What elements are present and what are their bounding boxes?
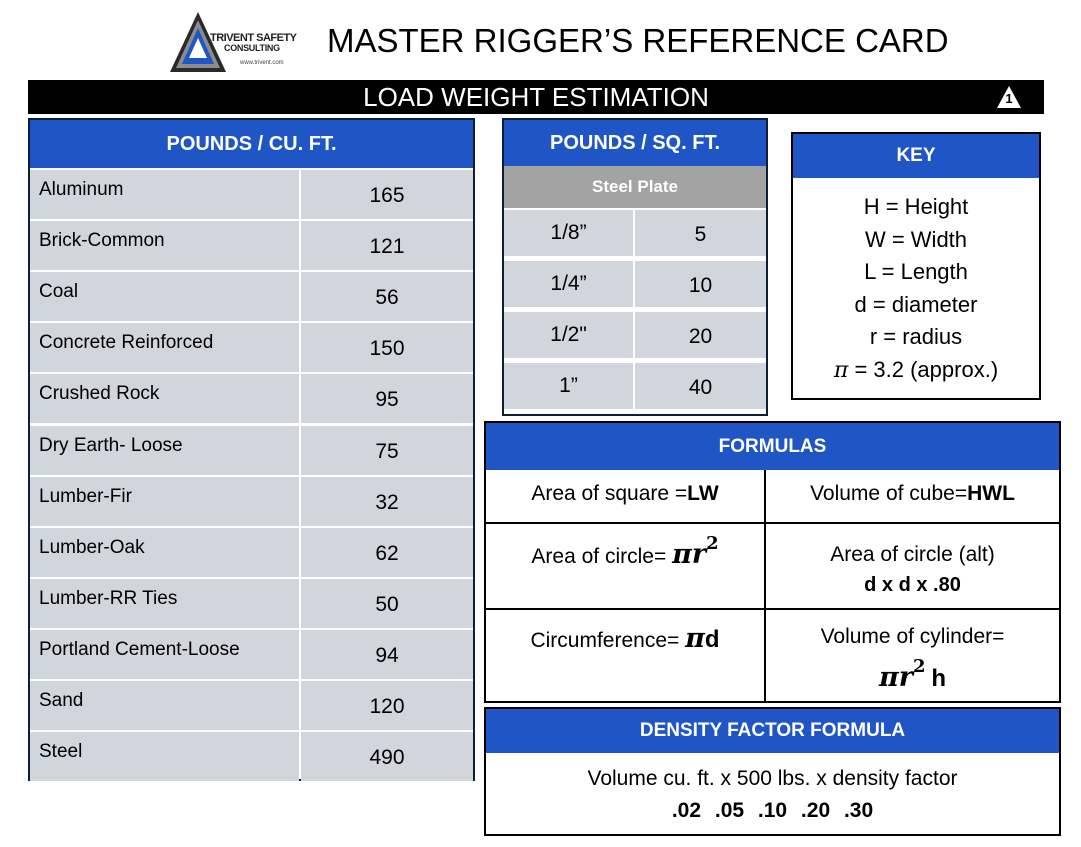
key-box: KEY H = Height W = Width L = Length d = … [791, 132, 1041, 400]
material-weight: 32 [301, 476, 473, 526]
material-weight: 95 [301, 374, 473, 424]
formulas-heading: FORMULAS [486, 423, 1059, 470]
key-item: r = radius [869, 324, 963, 349]
formula-area-square: Area of square =LW [531, 482, 719, 505]
material-name: Sand [30, 681, 299, 730]
table-row: 1/2"20 [504, 312, 766, 360]
material-name: Steel [30, 732, 299, 782]
material-weight: 490 [301, 732, 473, 782]
material-weight: 50 [301, 578, 473, 628]
plate-thickness: 1/8” [504, 210, 633, 256]
key-item: L = Length [864, 259, 968, 284]
triangle-logo-icon [170, 12, 226, 72]
material-name: Brick-Common [30, 221, 299, 271]
key-item-pi: π = 3.2 (approx.) [793, 354, 1039, 388]
material-name: Concrete Reinforced [30, 323, 299, 373]
logo-brand-line1: TRIVENT SAFETY [210, 32, 297, 44]
pi-symbol: π [833, 357, 849, 383]
formulas-table: FORMULAS Area of square =LW Volume of cu… [484, 421, 1061, 703]
density-heading: DENSITY FACTOR FORMULA [486, 709, 1059, 753]
plate-thickness: 1” [504, 363, 633, 409]
table-subheading: Steel Plate [504, 166, 766, 208]
material-weight: 121 [301, 221, 473, 271]
material-name: Lumber-Oak [30, 527, 299, 577]
plate-weight: 20 [635, 312, 766, 358]
column-divider [764, 470, 766, 701]
key-item: H = Height [863, 194, 969, 219]
density-formula: Volume cu. ft. x 500 lbs. x density fact… [587, 767, 958, 790]
formula-volume-cube: Volume of cube=HWL [810, 482, 1015, 505]
material-name: Lumber-RR Ties [30, 578, 299, 628]
material-weight: 56 [301, 272, 473, 322]
material-weight: 75 [301, 425, 473, 475]
key-item: W = Width [864, 226, 968, 252]
page-title: MASTER RIGGER’S REFERENCE CARD [327, 22, 949, 59]
section-banner: LOAD WEIGHT ESTIMATION 1 [28, 80, 1044, 114]
key-heading: KEY [793, 134, 1039, 178]
material-name: Coal [30, 272, 299, 322]
material-name: Lumber-Fir [30, 476, 299, 526]
pi-value: = 3.2 (approx.) [854, 356, 999, 382]
material-weight: 94 [301, 629, 473, 679]
plate-weight: 5 [635, 210, 766, 256]
section-number-badge: 1 [996, 85, 1022, 109]
formula-area-circle-alt: Area of circle (alt) d x d x .80 [830, 543, 995, 596]
table-row: 1/8”5 [504, 210, 766, 258]
plate-weight: 10 [635, 261, 766, 307]
plate-weight: 40 [635, 363, 766, 409]
material-weight: 120 [301, 681, 473, 730]
company-logo: TRIVENT SAFETY CONSULTING www.trivent.co… [168, 10, 318, 76]
badge-number: 1 [1005, 91, 1013, 106]
material-name: Portland Cement-Loose [30, 629, 299, 679]
density-factors: .02 .05 .10 .20 .30 [671, 799, 874, 822]
formula-area-circle: Area of circle= πr2 [531, 533, 719, 570]
key-list: H = Height W = Width L = Length d = diam… [793, 191, 1039, 387]
material-weight: 62 [301, 527, 473, 577]
plate-thickness: 1/4” [504, 261, 633, 307]
material-weight: 165 [301, 170, 473, 219]
key-item: d = diameter [854, 291, 978, 317]
formula-volume-cylinder: Volume of cylinder= πr2 h [820, 625, 1005, 693]
row-divider [486, 608, 1059, 610]
density-factor-box: DENSITY FACTOR FORMULA Volume cu. ft. x … [484, 707, 1061, 836]
table-heading: POUNDS / CU. FT. [30, 120, 473, 168]
table-heading: POUNDS / SQ. FT. [504, 120, 766, 166]
formula-circumference: Circumference= πd [530, 623, 720, 654]
material-name: Crushed Rock [30, 374, 299, 424]
table-row: 1/4”10 [504, 261, 766, 309]
warning-triangle-icon [997, 86, 1021, 108]
row-divider [486, 522, 1059, 524]
plate-thickness: 1/2" [504, 312, 633, 358]
material-name: Aluminum [30, 170, 299, 219]
material-name: Dry Earth- Loose [30, 425, 299, 475]
material-weight: 150 [301, 323, 473, 373]
logo-url: www.trivent.com [240, 60, 284, 66]
logo-brand-line2: CONSULTING [224, 43, 280, 53]
banner-title: LOAD WEIGHT ESTIMATION [363, 82, 709, 112]
table-row: 1”40 [504, 363, 766, 411]
